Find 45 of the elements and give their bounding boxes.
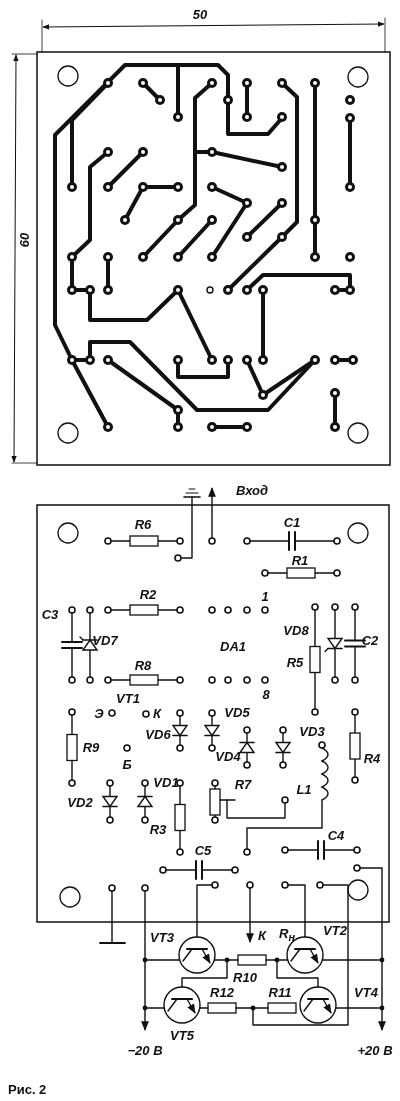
component-label: R2 — [139, 587, 157, 601]
component-label: VD7 — [92, 633, 118, 647]
figure-caption: Рис. 2 — [8, 1082, 47, 1097]
component-label: VT5 — [170, 1028, 194, 1042]
dimension-label: 60 — [17, 232, 31, 248]
component-label: VT3 — [150, 930, 174, 944]
voltage-label: +20 В — [357, 1043, 393, 1057]
component-label: VT2 — [323, 923, 347, 937]
component-label: R3 — [149, 822, 167, 836]
component-label: R8 — [134, 658, 152, 672]
component-label: VD8 — [283, 623, 309, 637]
signal-label: Вход — [235, 483, 269, 497]
component-label: VD5 — [224, 705, 250, 719]
component-label: VT1 — [116, 691, 140, 705]
component-label: C5 — [194, 843, 212, 857]
component-label: R4 — [363, 751, 381, 765]
component-label: C2 — [361, 633, 379, 647]
component-label: R11 — [268, 985, 292, 999]
component-label: VD3 — [299, 724, 325, 738]
pin-label: Э — [94, 706, 104, 720]
component-label: VD6 — [145, 727, 171, 741]
component-label: VD1 — [153, 775, 179, 789]
component-label: R1 — [291, 553, 309, 567]
pin-label: К — [258, 928, 266, 942]
voltage-label: −20 В — [127, 1043, 163, 1057]
component-label: VD2 — [67, 795, 93, 809]
component-label: DA1 — [220, 639, 246, 653]
pin-label: Б — [122, 757, 132, 771]
component-label: C4 — [327, 828, 345, 842]
component-label: R9 — [82, 740, 100, 754]
component-label: R12 — [210, 985, 234, 999]
component-label: R6 — [134, 517, 152, 531]
pin-label: 8 — [262, 687, 270, 701]
component-label: VT4 — [354, 985, 378, 999]
component-label: R7 — [234, 777, 252, 791]
pin-label: 1 — [261, 589, 269, 603]
component-label: R$_{н}$ — [279, 926, 295, 944]
component-label: C1 — [283, 515, 301, 529]
component-label: L1 — [296, 782, 312, 796]
component-label: C3 — [41, 607, 59, 621]
pin-label: К — [153, 706, 161, 720]
component-label: R5 — [286, 655, 304, 669]
dimension-label: 50 — [192, 7, 208, 21]
component-label: R10 — [233, 970, 257, 984]
component-label: VD4 — [215, 749, 241, 763]
